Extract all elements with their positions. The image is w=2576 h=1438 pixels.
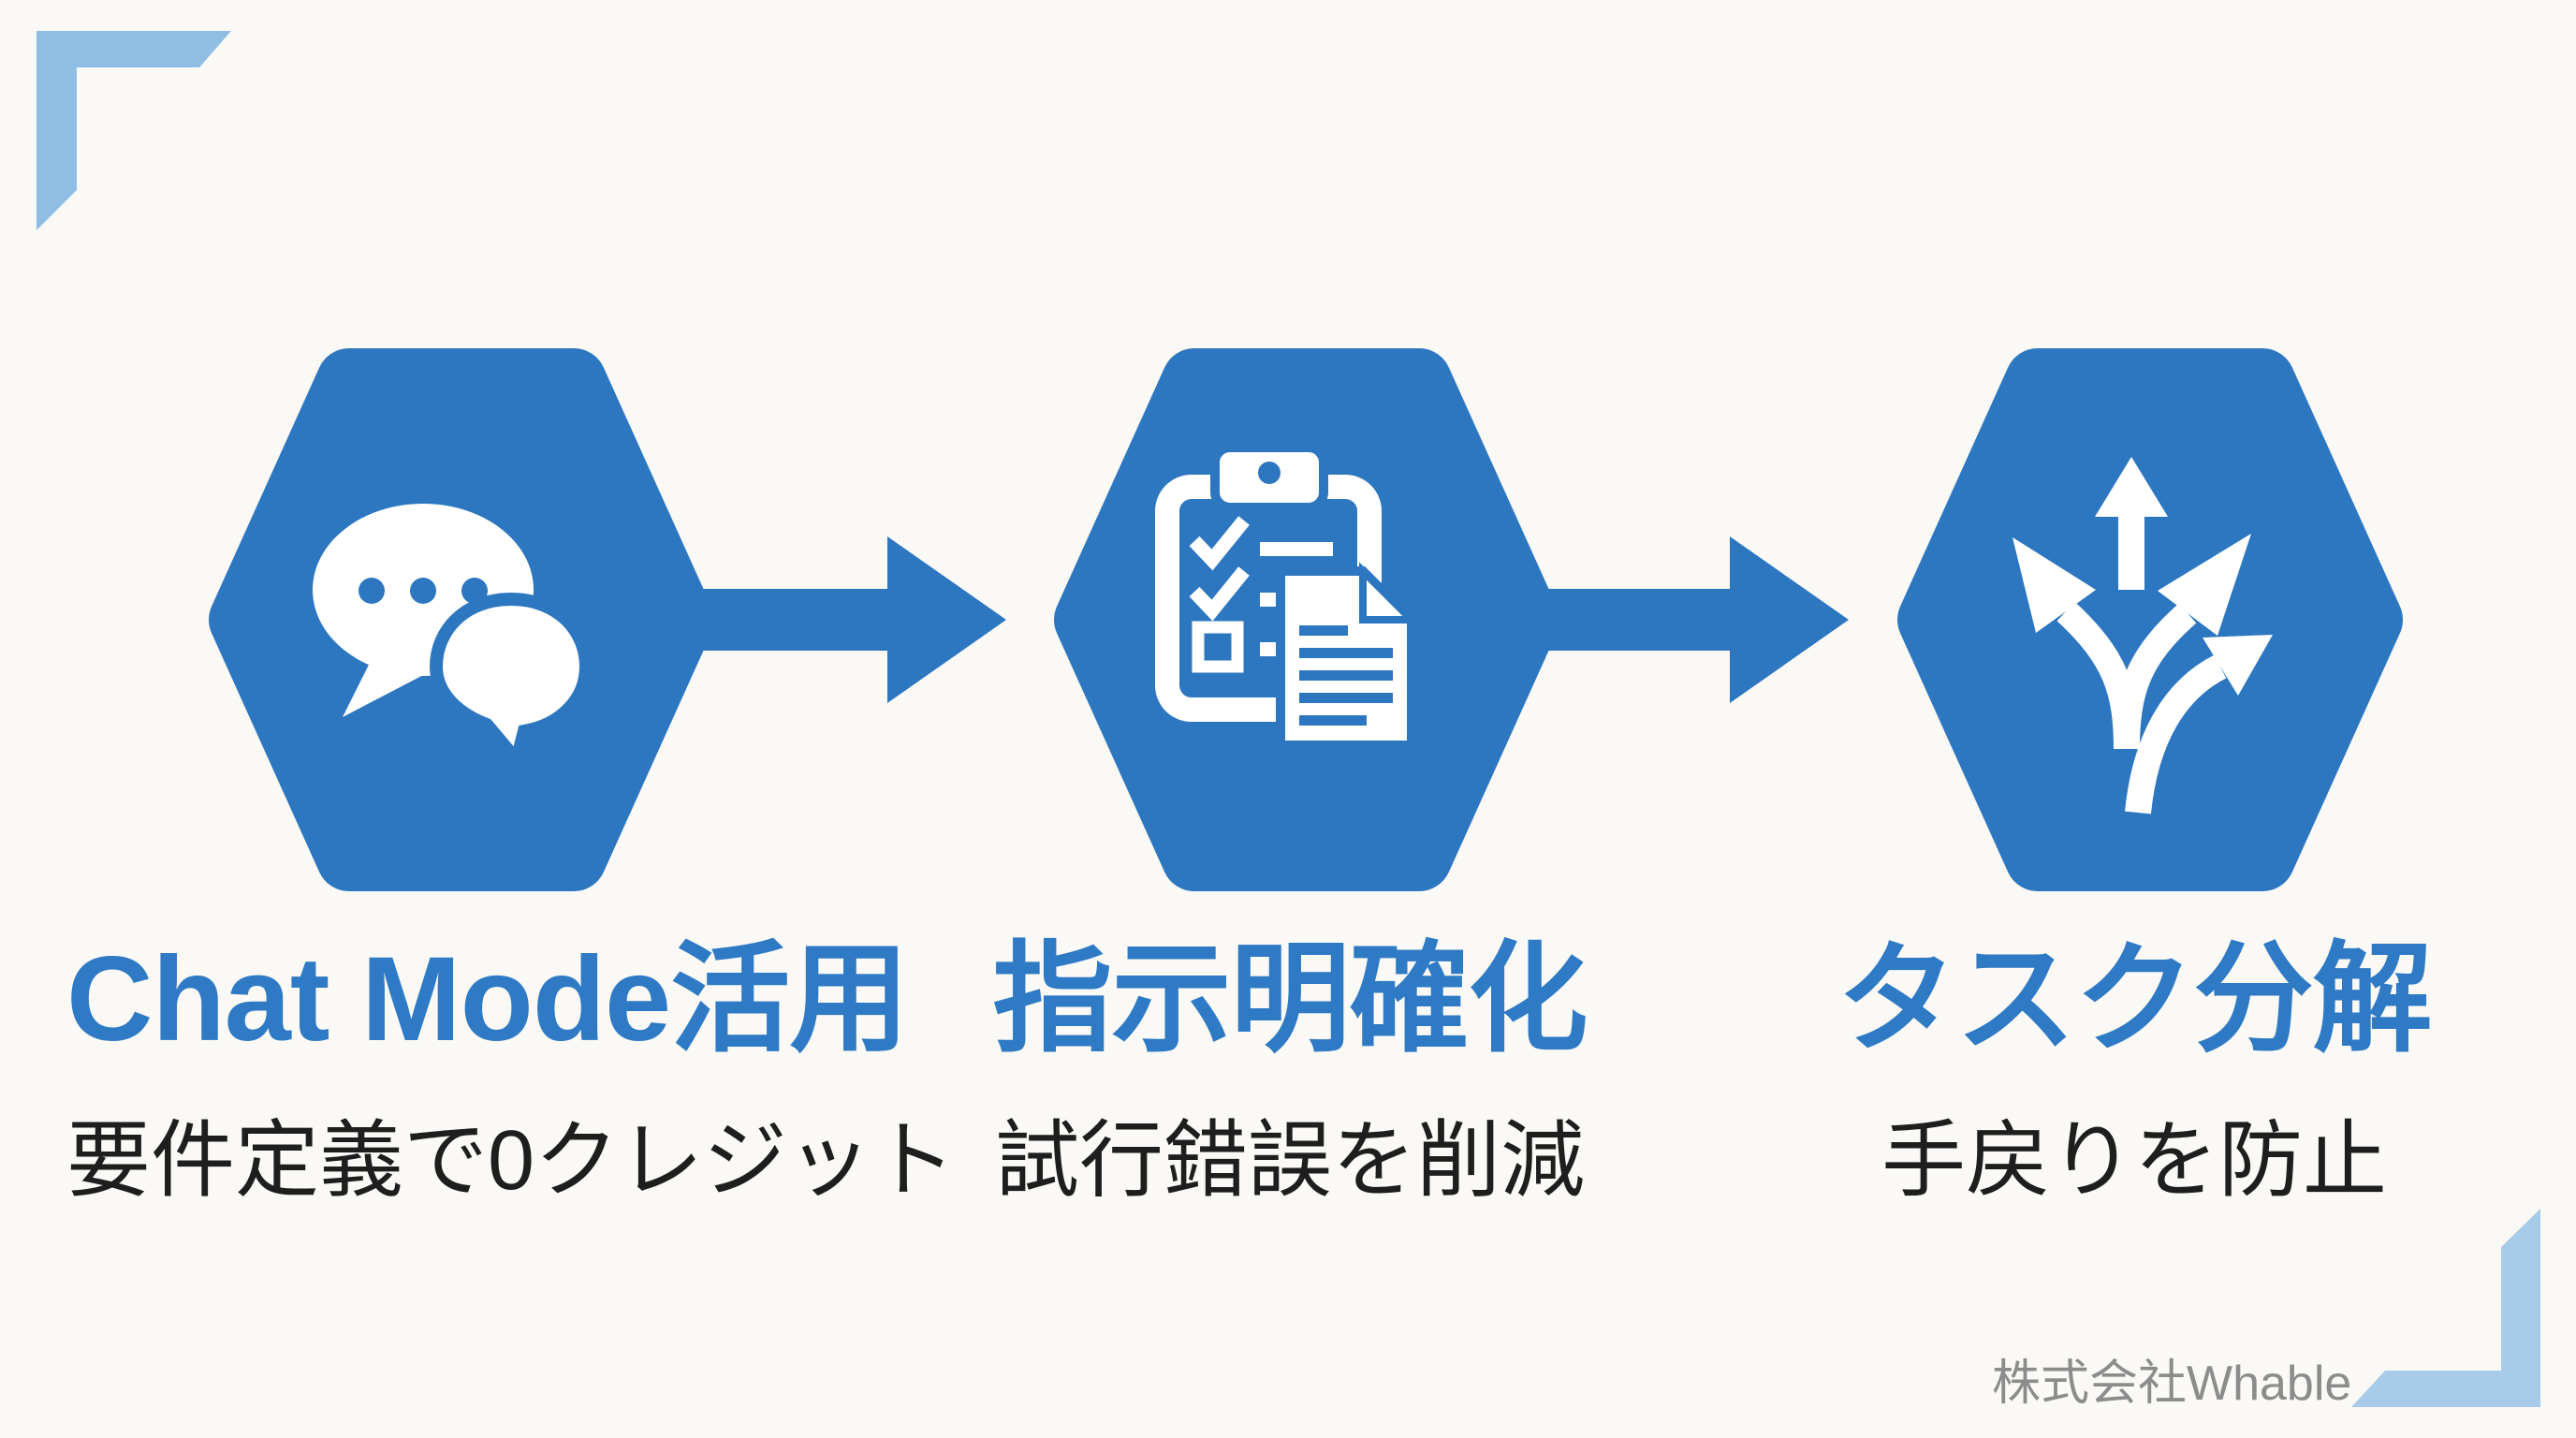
step-2-subtitle: 試行錯誤を削減 <box>995 1114 1585 1208</box>
branching-arrows-icon <box>2012 457 2273 814</box>
step-1-hexagon <box>209 348 714 891</box>
step-3-title: タスク分解 <box>1837 932 2432 1066</box>
company-name: 株式会社Whable <box>1992 1357 2352 1411</box>
step-2-hexagon <box>1054 348 1559 891</box>
chat-bubbles-icon <box>313 504 593 774</box>
step-2-title: 指示明確化 <box>992 932 1588 1066</box>
flow-arrow-1 <box>697 536 1006 703</box>
step-1-text: Chat Mode活用 要件定義で0クレジット <box>66 932 957 1209</box>
step-3-hexagon <box>1897 348 2403 891</box>
step-2-text: 指示明確化 試行錯誤を削減 <box>897 932 1683 1209</box>
clipboard-checklist-icon <box>1155 443 1421 750</box>
step-3-subtitle: 手戻りを防止 <box>1881 1114 2387 1208</box>
hexagon-shape <box>1897 348 2403 891</box>
corner-decoration-top-left <box>37 31 231 230</box>
step-3-text: タスク分解 手戻りを防止 <box>1741 932 2527 1209</box>
flow-arrow-2 <box>1540 536 1849 703</box>
corner-decoration-bottom-right <box>2351 1209 2540 1407</box>
step-1-subtitle: 要件定義で0クレジット <box>66 1114 957 1208</box>
step-1-title: Chat Mode活用 <box>66 932 909 1066</box>
